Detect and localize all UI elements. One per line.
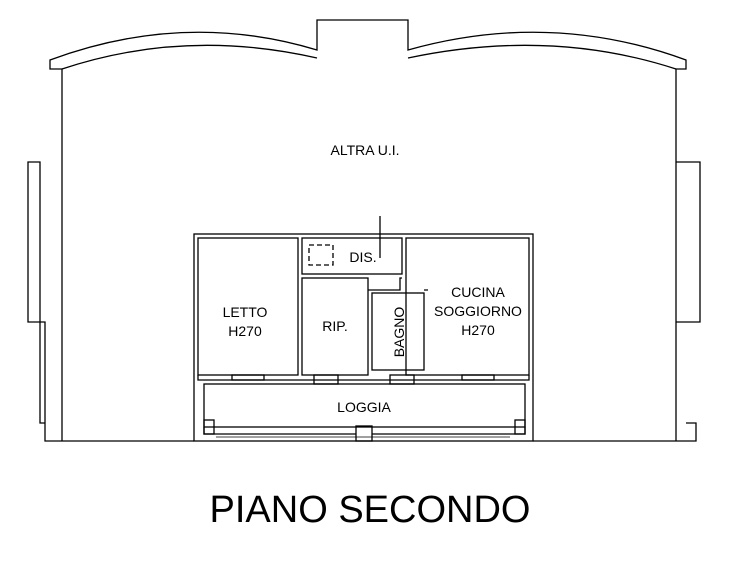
label-other-unit: ALTRA U.I. bbox=[331, 142, 400, 158]
label-kitchen-height: H270 bbox=[461, 322, 495, 338]
label-kitchen: CUCINA bbox=[451, 284, 505, 300]
label-storage: RIP. bbox=[322, 318, 347, 334]
floor-title: PIANO SECONDO bbox=[210, 489, 531, 531]
label-living: SOGGIORNO bbox=[434, 303, 522, 319]
label-loggia: LOGGIA bbox=[337, 399, 391, 415]
building-outline bbox=[27, 19, 701, 442]
room-loggia bbox=[203, 383, 526, 428]
label-bathroom: BAGNO bbox=[391, 307, 407, 358]
label-bedroom-height: H270 bbox=[228, 323, 262, 339]
room-hallway bbox=[301, 237, 403, 275]
label-hallway: DIS. bbox=[349, 249, 376, 265]
room-bathroom bbox=[371, 292, 425, 371]
label-bedroom: LETTO bbox=[223, 304, 268, 320]
